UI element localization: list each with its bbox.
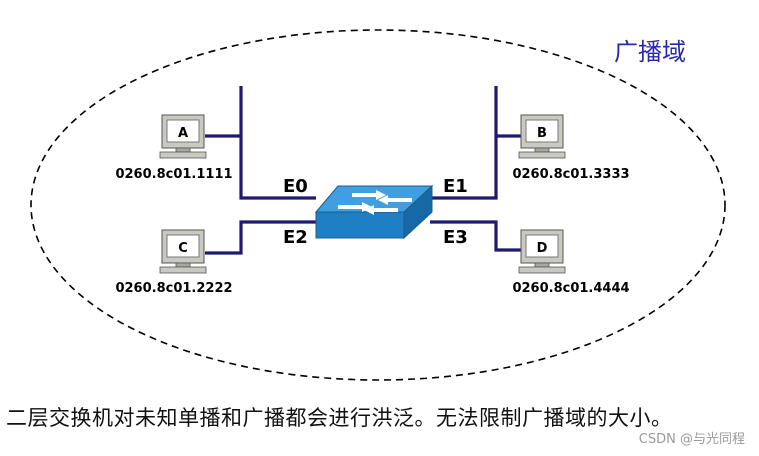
broadcast-domain-boundary — [30, 29, 726, 381]
computer-icon — [159, 114, 207, 159]
port-label-e0: E0 — [283, 176, 308, 197]
link-a — [239, 86, 316, 200]
host-d: D — [518, 229, 566, 274]
caption: 二层交换机对未知单播和广播都会进行洪泛。无法限制广播域的大小。 — [6, 406, 673, 430]
host-b-id: B — [537, 126, 547, 141]
host-c: C — [159, 229, 207, 274]
host-a-mac: 0260.8c01.1111 — [115, 167, 232, 182]
link-c — [205, 220, 316, 255]
host-b: B — [518, 114, 566, 159]
host-c-id: C — [178, 241, 188, 256]
host-c-mac: 0260.8c01.2222 — [115, 281, 232, 296]
port-label-e3: E3 — [443, 227, 468, 248]
computer-icon — [518, 114, 566, 159]
watermark: CSDN @与光同程 — [638, 432, 745, 447]
port-label-e1: E1 — [443, 176, 468, 197]
port-label-e2: E2 — [283, 227, 308, 248]
host-a-id: A — [178, 126, 188, 141]
host-d-mac: 0260.8c01.4444 — [512, 281, 629, 296]
network-diagram: 广播域 E0 E1 E2 E3 A — [30, 29, 726, 381]
switch-icon — [314, 184, 434, 240]
link-d — [430, 220, 524, 252]
host-a: A — [159, 114, 207, 159]
host-d-id: D — [537, 241, 548, 256]
links — [205, 86, 524, 255]
host-b-mac: 0260.8c01.3333 — [512, 167, 629, 182]
computer-icon — [518, 229, 566, 274]
broadcast-domain-label: 广播域 — [614, 38, 686, 66]
link-b — [430, 86, 498, 200]
computer-icon — [159, 229, 207, 274]
